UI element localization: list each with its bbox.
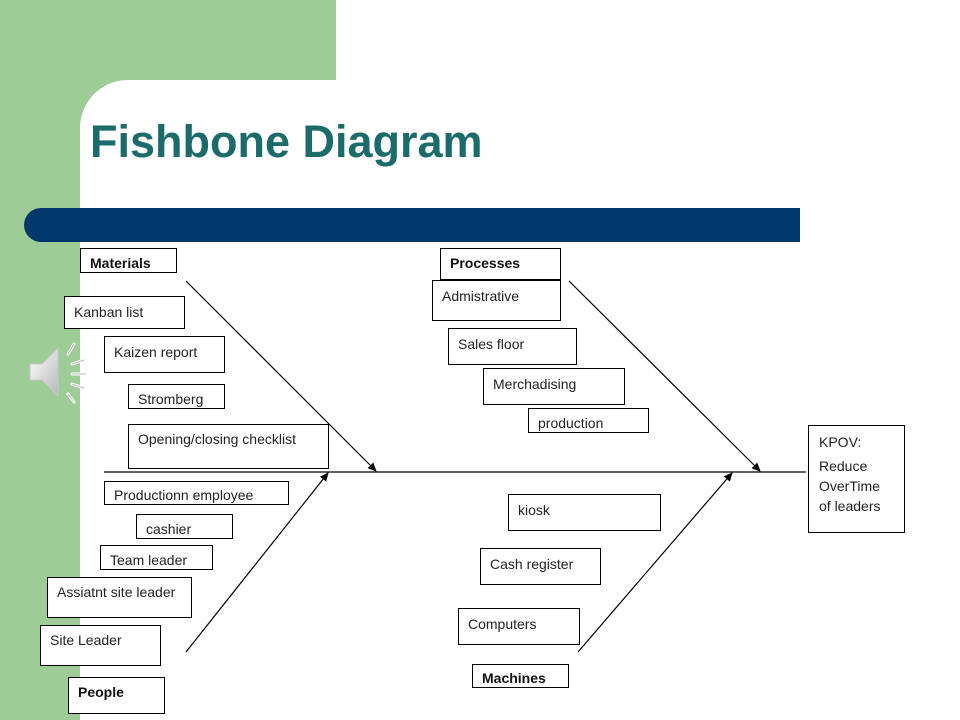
category-processes: Processes bbox=[440, 248, 561, 280]
category-machines: Machines bbox=[472, 664, 569, 688]
processes-item: production bbox=[528, 408, 649, 433]
title-underline-bar bbox=[24, 208, 800, 242]
people-item: Assiatnt site leader bbox=[47, 577, 192, 618]
slide-title: Fishbone Diagram bbox=[90, 116, 483, 167]
materials-bone bbox=[185, 280, 377, 472]
processes-item: Merchadising bbox=[483, 368, 625, 405]
people-item: cashier bbox=[136, 514, 233, 539]
machines-item: Computers bbox=[458, 608, 580, 645]
materials-item: Opening/closing checklist bbox=[128, 424, 329, 469]
people-item: Site Leader bbox=[40, 625, 161, 666]
processes-bone bbox=[568, 280, 761, 472]
machines-item: kiosk bbox=[508, 494, 661, 531]
people-item: Team leader bbox=[100, 545, 213, 570]
processes-item: Admistrative bbox=[432, 280, 561, 321]
kpov-box: KPOV: Reduce OverTime of leaders bbox=[808, 425, 905, 533]
kpov-text: Reduce OverTime of leaders bbox=[819, 458, 881, 514]
machines-bone bbox=[577, 472, 733, 653]
materials-item: Stromberg bbox=[128, 384, 225, 409]
kpov-label: KPOV: bbox=[819, 434, 862, 450]
materials-item: Kaizen report bbox=[104, 336, 225, 373]
materials-item: Kanban list bbox=[64, 296, 185, 329]
people-item: Productionn employee bbox=[104, 481, 289, 505]
category-materials: Materials bbox=[80, 248, 177, 273]
machines-item: Cash register bbox=[480, 548, 601, 585]
speaker-icon[interactable] bbox=[26, 340, 90, 409]
category-people: People bbox=[68, 677, 165, 714]
people-bone bbox=[185, 472, 329, 653]
processes-item: Sales floor bbox=[448, 328, 577, 365]
